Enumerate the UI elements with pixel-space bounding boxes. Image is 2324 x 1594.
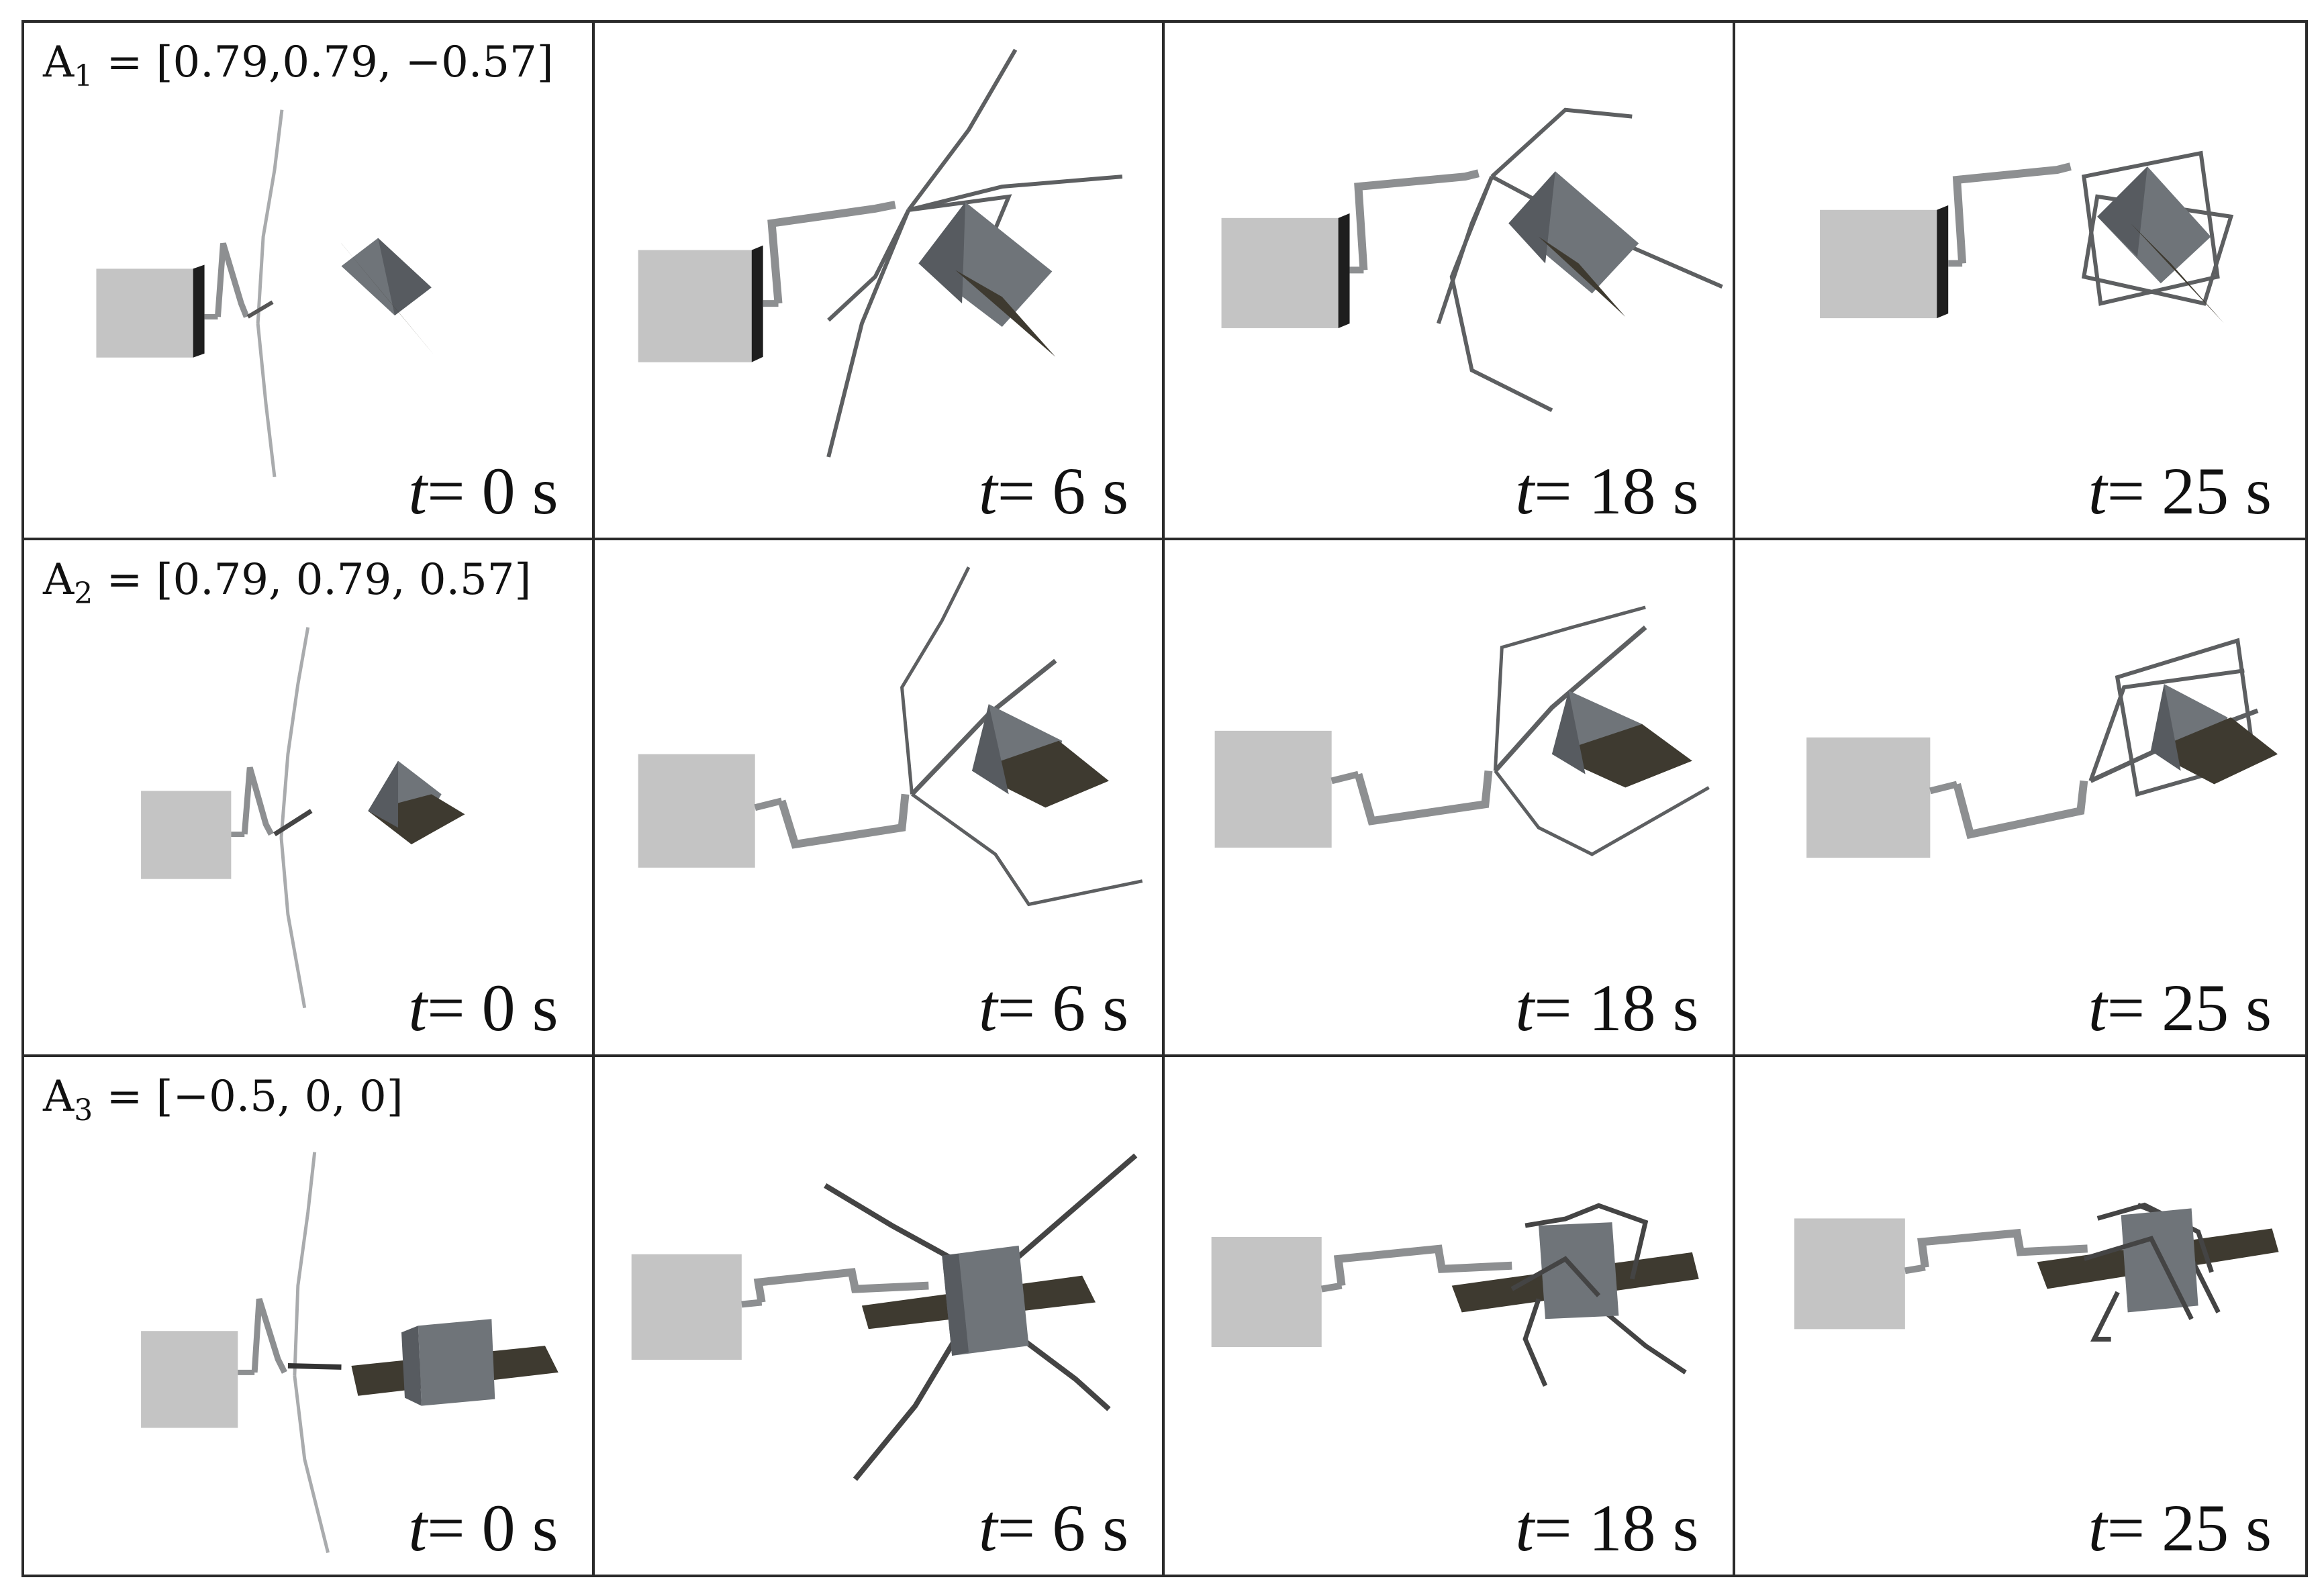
row3-t6-cell: t= 6 s bbox=[594, 1057, 1165, 1575]
row3-t18-scene bbox=[1211, 1203, 1699, 1387]
row3-t18-time-label: t= 18 s bbox=[1515, 1491, 1699, 1565]
row3-t0-scene bbox=[141, 1152, 559, 1554]
row1-t25-scene bbox=[1819, 150, 2233, 324]
row1-t0-scene bbox=[96, 109, 433, 478]
row2-t0-cell: A2 = [0.79, 0.79, 0.57] t= 0 s bbox=[24, 540, 595, 1058]
row2-t25-scene bbox=[1806, 638, 2278, 858]
row2-t25-cell: t= 25 s bbox=[1735, 540, 2305, 1058]
row2-t0-scene bbox=[141, 626, 465, 1008]
row3-t6-scene bbox=[631, 1153, 1137, 1481]
row2-t0-time-label: t= 0 s bbox=[408, 970, 559, 1046]
row1-t6-cell: t= 6 s bbox=[594, 23, 1165, 540]
row2-t6-time-label: t= 6 s bbox=[978, 970, 1128, 1046]
row3-t0-cell: A3 = [−0.5, 0, 0] t= 0 s bbox=[24, 1057, 595, 1575]
row2-t18-scene bbox=[1214, 605, 1710, 856]
row3-t25-cell: t= 25 s bbox=[1735, 1057, 2305, 1575]
row3-condition-label: A3 = [−0.5, 0, 0] bbox=[43, 1072, 403, 1128]
row1-t18-time-label: t= 18 s bbox=[1515, 453, 1699, 528]
row3-t25-scene bbox=[1794, 1203, 2279, 1342]
row1-t0-cell: A1 = [0.79,0.79, −0.57] t= 0 s bbox=[24, 23, 595, 540]
row2-t18-cell: t= 18 s bbox=[1165, 540, 1735, 1058]
row3-t18-cell: t= 18 s bbox=[1165, 1057, 1735, 1575]
row1-t25-cell: t= 25 s bbox=[1735, 23, 2305, 540]
row1-t6-time-label: t= 6 s bbox=[978, 453, 1128, 528]
row2-t6-scene bbox=[638, 566, 1143, 906]
row1-t18-cell: t= 18 s bbox=[1165, 23, 1735, 540]
row1-t6-scene bbox=[638, 48, 1122, 458]
row3-t0-time-label: t= 0 s bbox=[408, 1491, 559, 1565]
row1-condition-label: A1 = [0.79,0.79, −0.57] bbox=[43, 38, 554, 93]
row1-t25-time-label: t= 25 s bbox=[2088, 453, 2272, 528]
row2-t6-cell: t= 6 s bbox=[594, 540, 1165, 1058]
row3-t25-time-label: t= 25 s bbox=[2088, 1491, 2272, 1565]
row1-t18-scene bbox=[1221, 107, 1723, 412]
row2-t25-time-label: t= 25 s bbox=[2088, 970, 2272, 1046]
row3-t6-time-label: t= 6 s bbox=[978, 1491, 1128, 1565]
simulation-figure-grid: A1 = [0.79,0.79, −0.57] t= 0 s t= 6 s bbox=[21, 20, 2308, 1577]
row1-t0-time-label: t= 0 s bbox=[408, 453, 559, 528]
row2-t18-time-label: t= 18 s bbox=[1515, 970, 1699, 1046]
row2-condition-label: A2 = [0.79, 0.79, 0.57] bbox=[43, 554, 532, 611]
